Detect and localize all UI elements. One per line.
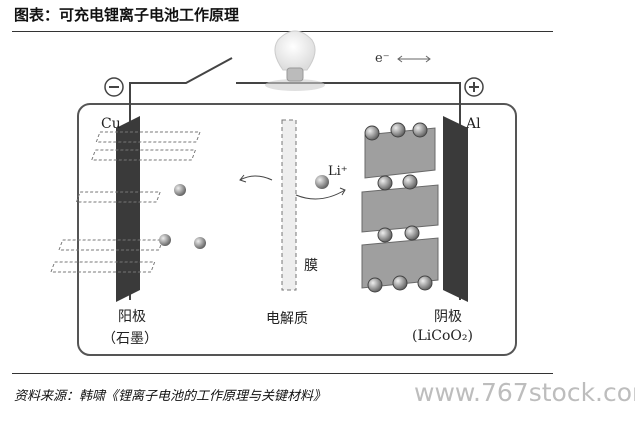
anode-metal-label: Cu <box>101 116 121 132</box>
electrolyte-label: 电解质 <box>266 311 308 327</box>
lithium-ion <box>159 234 171 246</box>
watermark: www.767stock.com <box>414 378 635 407</box>
cathode-metal-label: Al <box>465 116 481 132</box>
membrane-label: 膜 <box>304 258 318 274</box>
lithium-ion <box>194 237 206 249</box>
anode-material: （石墨） <box>102 331 158 347</box>
cathode-material: (LiCoO₂) <box>412 328 473 344</box>
graphite-layers <box>50 131 201 273</box>
battery-case <box>77 103 517 356</box>
arrow-left-icon <box>239 175 273 181</box>
arrow-right-head <box>339 187 346 196</box>
membrane <box>281 119 297 291</box>
electron-label: e⁻ <box>375 51 390 66</box>
bottom-divider <box>12 373 553 374</box>
source-note: 资料来源：韩啸《锂离子电池的工作原理与关键材料》 <box>14 389 327 404</box>
double-arrow-icon <box>397 55 431 63</box>
cathode-electrode <box>443 116 468 302</box>
arrow-right-icon <box>295 189 346 200</box>
lico-o2-crystal <box>361 122 439 293</box>
top-divider <box>12 31 553 32</box>
arrow-left-head <box>239 174 247 183</box>
light-bulb-icon <box>265 30 325 91</box>
anode-electrode <box>116 116 140 302</box>
lithium-ion <box>174 184 186 196</box>
plus-terminal-icon <box>464 77 484 97</box>
minus-terminal-icon <box>104 77 124 97</box>
cathode-label: 阴极 <box>434 309 462 325</box>
ion-label: Li⁺ <box>328 164 348 179</box>
figure-title: 图表：可充电锂离子电池工作原理 <box>14 6 240 24</box>
anode-label: 阳极 <box>118 309 146 325</box>
lithium-ion <box>315 175 329 189</box>
